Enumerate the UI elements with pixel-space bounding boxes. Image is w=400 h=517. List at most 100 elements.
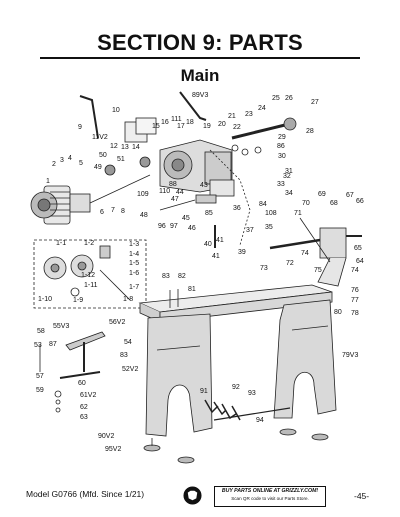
part-label-94: 94 [256, 417, 264, 424]
part-label-1-5: 1-5 [129, 260, 139, 267]
part-label-28: 28 [306, 128, 314, 135]
part-label-87: 87 [49, 341, 57, 348]
part-label-50: 50 [99, 152, 107, 159]
pulley-detail-drawing [33, 239, 147, 309]
part-label-83: 83 [162, 273, 170, 280]
part-label-61v2: 61V2 [80, 392, 96, 399]
part-label-22: 22 [233, 124, 241, 131]
part-label-54: 54 [124, 339, 132, 346]
grizzly-logo-icon [183, 486, 202, 505]
part-label-1-7: 1-7 [129, 284, 139, 291]
part-label-21: 21 [228, 113, 236, 120]
part-label-59: 59 [36, 387, 44, 394]
right-leg-drawing [213, 299, 337, 421]
part-label-60: 60 [78, 380, 86, 387]
leveling-feet-drawing [143, 428, 329, 464]
part-label-26: 26 [285, 95, 293, 102]
part-label-70: 70 [302, 200, 310, 207]
part-label-15: 15 [152, 123, 160, 130]
part-label-67: 67 [346, 192, 354, 199]
part-label-1-2: 1-2 [84, 240, 94, 247]
part-label-74a: 74 [351, 267, 359, 274]
part-label-51: 51 [117, 156, 125, 163]
part-label-32: 32 [283, 173, 291, 180]
diagram-title: Main [180, 66, 220, 85]
part-label-108: 108 [265, 210, 277, 217]
part-label-11v2: 11V2 [92, 134, 108, 141]
scan-qr-line: Scan QR code to visit our Parts Store. [231, 496, 309, 501]
part-label-96: 96 [158, 223, 166, 230]
part-label-16: 16 [161, 119, 169, 126]
banjo-drawing [159, 179, 235, 248]
tool-rest-drawing [39, 331, 106, 413]
part-label-52v2: 52V2 [122, 366, 138, 373]
part-label-3: 3 [60, 157, 64, 164]
part-label-110: 110 [159, 188, 170, 195]
part-label-19: 19 [203, 123, 211, 130]
part-label-74b: 74 [301, 250, 309, 257]
part-label-91: 91 [200, 388, 208, 395]
part-label-9: 9 [78, 124, 82, 131]
footer-model: Model G0766 (Mfd. Since 1/21) [26, 489, 145, 499]
part-label-41a: 41 [216, 237, 224, 244]
part-label-1-12: 1-12 [81, 272, 95, 279]
part-label-73: 73 [260, 265, 268, 272]
part-label-2: 2 [52, 161, 56, 168]
part-label-97: 97 [170, 223, 178, 230]
part-label-86: 86 [277, 143, 285, 150]
part-label-88: 88 [169, 181, 177, 188]
part-label-5: 5 [79, 160, 83, 167]
part-label-4: 4 [68, 155, 72, 162]
motor-drawing [30, 174, 151, 225]
part-label-44: 44 [176, 189, 184, 196]
part-label-1-10: 1-10 [38, 296, 52, 303]
part-label-1-6: 1-6 [129, 270, 139, 277]
part-label-92: 92 [232, 384, 240, 391]
part-label-36: 36 [233, 205, 241, 212]
part-label-34: 34 [285, 190, 293, 197]
tailstock-drawing [269, 217, 362, 287]
part-label-12: 12 [110, 143, 118, 150]
part-label-43: 43 [200, 182, 208, 189]
part-label-23: 23 [245, 111, 253, 118]
part-label-47: 47 [171, 196, 179, 203]
part-label-79v3: 79V3 [342, 352, 358, 359]
part-label-31: 31 [285, 168, 293, 175]
part-label-8: 8 [121, 208, 125, 215]
part-label-1-8: 1-8 [123, 296, 133, 303]
left-leg-drawing [145, 313, 213, 437]
part-label-90v2: 90V2 [98, 433, 114, 440]
part-label-89v3: 89V3 [192, 92, 208, 99]
part-label-63: 63 [80, 414, 88, 421]
part-label-10: 10 [112, 107, 120, 114]
part-label-25: 25 [272, 95, 280, 102]
part-label-69: 69 [318, 191, 326, 198]
parts-store-box: BUY PARTS ONLINE AT GRIZZLY.COM! Scan QR… [214, 486, 326, 507]
part-label-1-3: 1-3 [129, 241, 139, 248]
part-label-27: 27 [311, 99, 319, 106]
part-label-45: 45 [182, 215, 190, 222]
part-label-39: 39 [238, 249, 246, 256]
part-label-55v3: 55V3 [53, 323, 69, 330]
part-label-64: 64 [356, 258, 364, 265]
part-label-71: 71 [294, 210, 302, 217]
part-label-93: 93 [248, 390, 256, 397]
part-label-82: 82 [178, 273, 186, 280]
part-label-66: 66 [356, 198, 364, 205]
part-label-58: 58 [37, 328, 45, 335]
part-label-49: 49 [94, 164, 102, 171]
part-label-18: 18 [186, 119, 194, 126]
part-label-41b: 41 [212, 253, 220, 260]
part-label-48: 48 [140, 212, 148, 219]
part-label-65: 65 [354, 245, 362, 252]
part-label-13: 13 [121, 144, 129, 151]
part-label-78: 78 [351, 310, 359, 317]
part-label-7: 7 [111, 207, 115, 214]
part-label-20: 20 [218, 121, 226, 128]
section-title: SECTION 9: PARTS [97, 30, 303, 55]
part-label-72: 72 [286, 260, 294, 267]
part-label-81: 81 [188, 286, 196, 293]
part-label-53: 53 [34, 342, 42, 349]
